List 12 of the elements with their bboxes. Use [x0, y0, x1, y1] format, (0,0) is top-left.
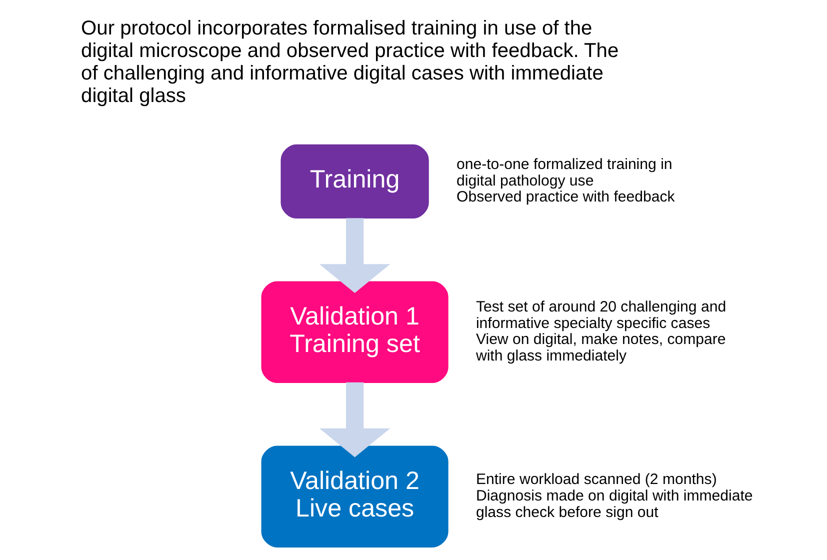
- label: Our protocol incorporates formalised training in use of the digital microscope and observed practice with feedback. The of challenging and informative digital cases with immediate digital glass: [81, 17, 619, 108]
- node-label: Observed practice with feedback: [456, 188, 675, 206]
- node-label: Test set of around 20 challenging and informative specialty specific cases: [476, 298, 726, 332]
- arrow: [319, 218, 390, 293]
- arrow: [319, 382, 390, 458]
- node-box: Validation 2 Live cases: [261, 446, 448, 548]
- node-box: Training: [280, 144, 429, 218]
- node-label: View on digital, make notes, compare with glass immediately: [476, 331, 726, 364]
- node-box: Validation 1 Training set: [261, 281, 448, 383]
- node-label: Entire workload scanned (2 months): [476, 471, 717, 488]
- node-label: one-to-one formalized training in digital pathology use: [456, 156, 672, 190]
- node-label: Diagnosis made on digital with immediate glass check before sign out: [476, 487, 753, 521]
